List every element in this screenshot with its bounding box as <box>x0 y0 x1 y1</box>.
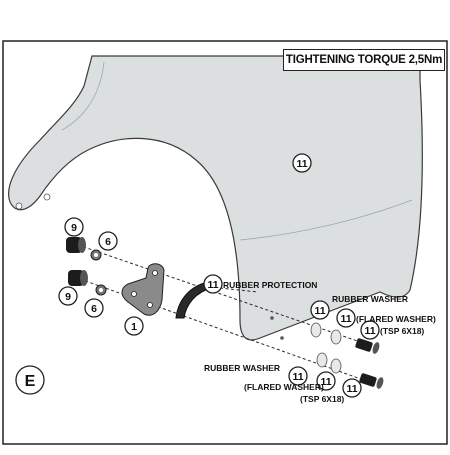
torque-callout: TIGHTENING TORQUE 2,5Nm <box>283 49 445 71</box>
label-tsp-upper: (TSP 6X18) <box>380 326 424 336</box>
label-flared-washer-lower: (FLARED WASHER) <box>244 382 324 392</box>
nut-lower <box>95 284 107 296</box>
screw-upper <box>355 338 380 354</box>
label-rubber-washer-lower: RUBBER WASHER <box>204 363 280 373</box>
nut-upper <box>90 249 102 261</box>
flared-washer-lower <box>330 358 342 374</box>
label-flared-washer-upper: (FLARED WASHER) <box>356 314 436 324</box>
rubber-washer-upper <box>310 322 322 338</box>
callout-11-flared-washer-upper: 11 <box>340 313 351 325</box>
screen-hole <box>270 316 274 320</box>
callout-11-windshield: 11 <box>296 158 307 170</box>
callout-11-rubber-washer-lower: 11 <box>292 371 303 383</box>
bracket-hole <box>131 291 137 297</box>
section-letter: E <box>25 373 36 390</box>
torque-label: TIGHTENING TORQUE 2,5Nm <box>285 54 443 66</box>
callout-9-upper: 9 <box>71 222 77 234</box>
flared-washer-upper <box>330 329 342 345</box>
screen-hole <box>15 202 23 210</box>
diagram-frame <box>2 40 448 445</box>
bracket-hole <box>147 302 153 308</box>
windshield <box>8 55 423 341</box>
rubber-grommet-lower <box>68 270 88 286</box>
callout-11-tsp-upper: 11 <box>364 325 375 337</box>
screen-hole <box>280 336 284 340</box>
screen-hole <box>43 193 51 201</box>
callout-11-tsp-lower: 11 <box>346 383 357 395</box>
windshield-contour-lower <box>239 199 413 241</box>
rubber-washer-lower <box>316 352 328 368</box>
label-rubber-washer-upper: RUBBER WASHER <box>332 294 408 304</box>
callout-11-rubber-washer-upper: 11 <box>314 305 325 317</box>
callout-9-lower: 9 <box>65 291 71 303</box>
rubber-grommet-upper <box>66 237 86 253</box>
label-tsp-lower: (TSP 6X18) <box>300 394 344 404</box>
callout-6-upper: 6 <box>105 236 111 248</box>
bracket <box>121 263 165 316</box>
label-rubber-protection: RUBBER PROTECTION <box>223 280 317 290</box>
bracket-hole <box>152 270 158 276</box>
callouts <box>15 153 380 398</box>
callout-1-bracket: 1 <box>131 321 137 333</box>
windshield-contour <box>61 61 105 131</box>
callout-11-rubber-protection: 11 <box>207 279 218 291</box>
screw-lower <box>359 373 384 389</box>
callout-6-lower: 6 <box>91 303 97 315</box>
callout-11-flared-washer-lower: 11 <box>320 376 331 388</box>
